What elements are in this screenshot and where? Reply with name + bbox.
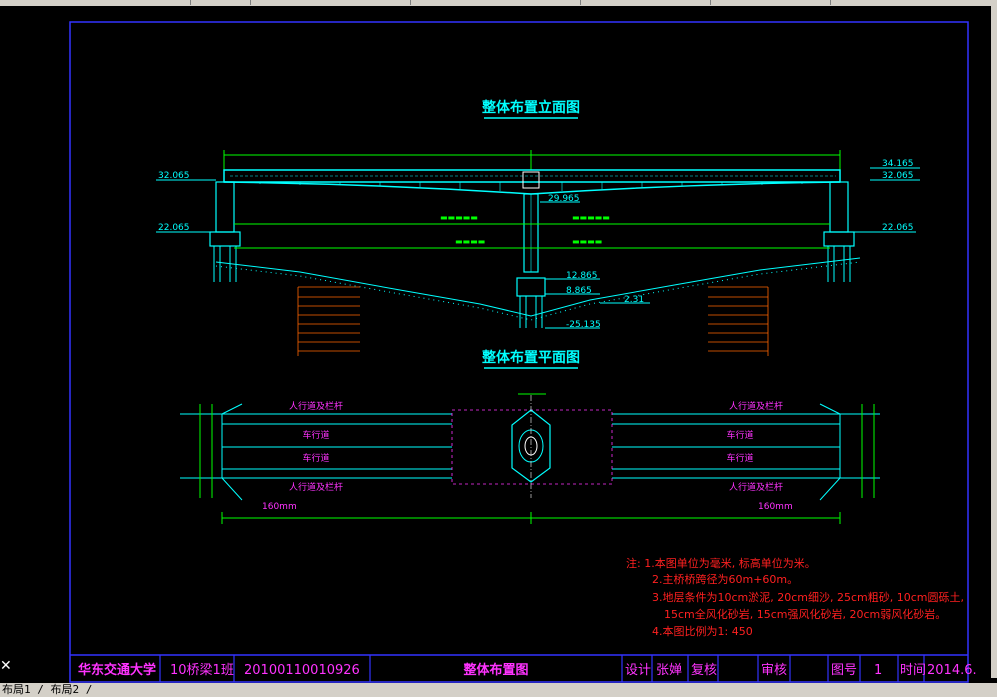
elev-right-top2: 32.065 [882, 171, 914, 181]
plan-pier-shaft [518, 429, 544, 463]
pier-head-box [522, 171, 540, 189]
plan-view: 人行道及栏杆 车行道 车行道 人行道及栏杆 人行道及栏杆 车行道 车行道 人行道… [180, 393, 880, 524]
right-abutment-wall [829, 181, 849, 233]
plan-label-lane2-right: 车行道 [726, 452, 753, 464]
title-block: 华东交通大学 10桥梁1班 20100110010926 整体布置图 设计 张婵… [70, 654, 977, 682]
elevation-view: ▬▬▬▬▬ ▬▬▬▬▬ ▬▬▬▬ ▬▬▬▬ 32.065 22.065 34.1… [156, 150, 920, 356]
toolbar-segment[interactable] [190, 0, 251, 5]
center-pier-cap [516, 277, 546, 297]
water-label: ▬▬▬▬ [455, 237, 485, 246]
left-abutment-wall [215, 181, 235, 233]
note-line-4: 15cm全风化砂岩, 15cm强风化砂岩, 20cm弱风化砂岩。 [664, 607, 946, 621]
plan-pier-outline [511, 409, 551, 483]
elev-pier-3: 8.865 [566, 286, 592, 296]
plan-abutment-left [180, 413, 223, 479]
elev-left-top: 32.065 [158, 171, 190, 181]
elev-right-top1: 34.165 [882, 159, 914, 169]
elev-pier-2: 12.865 [566, 271, 598, 281]
tb-student-id: 20100110010926 [244, 663, 360, 678]
elev-left-bottom: 22.065 [158, 223, 190, 233]
plan-label-pipe-left: 160mm [262, 502, 297, 512]
water-label: ▬▬▬▬ [572, 237, 602, 246]
right-abutment-cap [823, 231, 855, 247]
tb-date-label: 时间 [900, 663, 926, 678]
tb-date: 2014.6. [927, 663, 977, 678]
title-block-dividers [159, 655, 925, 682]
water-label: ▬▬▬▬▬ [440, 213, 478, 222]
elev-pier-1: 29.965 [548, 194, 580, 204]
soil-legend-right [708, 286, 769, 356]
tb-class: 10桥梁1班 [170, 663, 234, 678]
toolbar-segment[interactable] [710, 0, 831, 5]
tb-check-label: 复核 [691, 663, 717, 678]
plan-label-sidewalk-bottom-left: 人行道及栏杆 [289, 481, 343, 493]
layout-tabs-bar[interactable]: 布局1 / 布局2 / [0, 683, 997, 697]
tb-sheet-no: 1 [874, 663, 882, 678]
tb-design-label: 设计 [625, 663, 651, 678]
plan-label-pipe-right: 160mm [758, 502, 793, 512]
plan-label-sidewalk-top-left: 人行道及栏杆 [289, 400, 343, 412]
ucs-cross-icon: ✕ [0, 658, 12, 674]
tb-drawing-name: 整体布置图 [462, 662, 528, 678]
elev-right-bottom: 22.065 [882, 223, 914, 233]
note-line-2: 2.主桥桥跨径为60m+60m。 [652, 573, 798, 586]
plan-label-sidewalk-top-right: 人行道及栏杆 [729, 400, 783, 412]
plan-label-lane2-left: 车行道 [302, 452, 329, 464]
vertical-scrollbar[interactable] [991, 6, 997, 678]
toolbar-segment[interactable] [580, 0, 711, 5]
girder-segments [259, 182, 803, 191]
note-line-3: 3.地层条件为10cm淤泥, 20cm细沙, 25cm粗砂, 10cm圆砾土, [652, 590, 964, 604]
window-toolbar [0, 0, 997, 6]
plan-label-lane1-left: 车行道 [302, 429, 329, 441]
deck-girder [223, 169, 841, 183]
ground-line [215, 257, 861, 317]
plan-wingwall-left [221, 403, 243, 501]
toolbar-segment[interactable] [250, 0, 411, 5]
drawing-frame [69, 21, 969, 683]
center-pier-piles [519, 296, 543, 328]
plan-wingwall-right [819, 403, 841, 501]
elev-ground-right: 2.31 [624, 295, 644, 305]
cad-drawing[interactable]: 整体布置立面图 [0, 0, 991, 683]
right-abutment-piles [827, 246, 851, 282]
toolbar-segment[interactable] [0, 0, 191, 5]
plan-label-lane1-right: 车行道 [726, 429, 753, 441]
layout-tabs[interactable]: 布局1 / 布局2 / [2, 683, 93, 696]
plan-title: 整体布置平面图 [481, 349, 580, 366]
note-line-5: 4.本图比例为1: 450 [652, 624, 753, 638]
soil-legend-left [297, 286, 360, 356]
plan-abutment-right [839, 413, 880, 479]
notes-block: 注: 1.本图单位为毫米, 标高单位为米。 2.主桥桥跨径为60m+60m。 3… [626, 556, 964, 638]
tb-school: 华东交通大学 [78, 662, 156, 678]
elev-pier-4: -25.135 [566, 320, 601, 330]
tb-designer: 张婵 [656, 663, 682, 678]
note-line-1: 注: 1.本图单位为毫米, 标高单位为米。 [626, 556, 816, 570]
tb-review-label: 审核 [761, 663, 787, 678]
elevation-title: 整体布置立面图 [481, 99, 580, 116]
plan-break-zone [451, 409, 613, 485]
left-abutment-cap [209, 231, 241, 247]
water-label: ▬▬▬▬▬ [572, 213, 610, 222]
toolbar-segment[interactable] [410, 0, 581, 5]
tb-sheet-label: 图号 [831, 663, 857, 678]
plan-label-sidewalk-bottom-right: 人行道及栏杆 [729, 481, 783, 493]
